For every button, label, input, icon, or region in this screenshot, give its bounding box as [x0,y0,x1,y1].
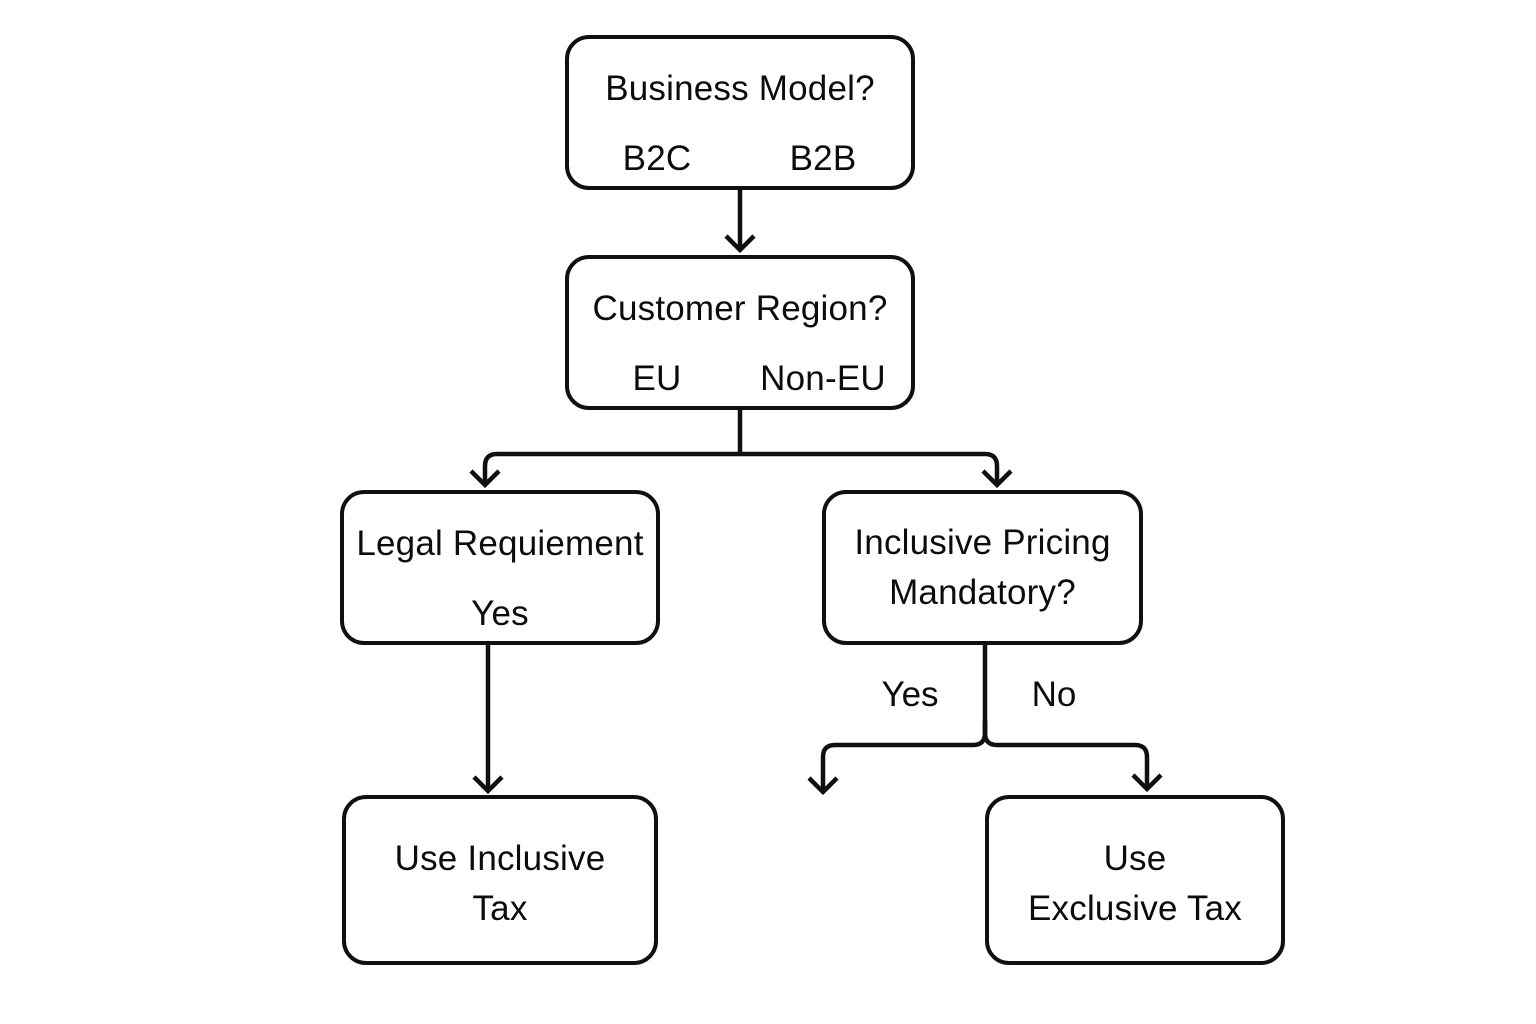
node-customer-region: Customer Region? EU Non-EU [565,255,915,410]
edge-pricing-no-branch [982,721,1150,788]
node-title: Customer Region? [592,289,888,328]
option-b2b: B2B [789,139,857,178]
arrowhead-down-icon [807,776,839,796]
option-eu: EU [632,359,682,398]
option-b2c: B2C [622,139,692,178]
node-use-exclusive-tax: Use Exclusive Tax [985,795,1285,965]
node-title-line-1: Use Inclusive [394,839,606,878]
node-inclusive-pricing-mandatory: Inclusive Pricing Mandatory? [822,490,1143,645]
node-title-line-1: Use [1103,839,1167,878]
node-title-line-1: Inclusive Pricing [854,522,1111,562]
arrowhead-down-icon [1131,773,1163,793]
node-title-line-2: Exclusive Tax [1028,889,1242,928]
arrowhead-down-icon [724,234,756,254]
edge-label-no: No [1031,675,1077,714]
node-title: Legal Requiement [356,524,644,563]
arrowhead-down-icon [469,469,501,489]
node-options-row: B2C B2B [574,137,906,181]
edge-region-split-bar [482,451,1000,484]
node-business-model: Business Model? B2C B2B [565,35,915,190]
option-non-eu: Non-EU [760,359,886,398]
node-legal-requirement: Legal Requiement Yes [340,490,660,645]
node-title: Business Model? [605,69,875,108]
edge-label-yes: Yes [881,675,939,714]
node-options-row: Yes [417,592,583,636]
node-title-line-2: Mandatory? [889,572,1076,612]
arrowhead-down-icon [472,775,504,795]
arrowhead-down-icon [981,469,1013,489]
node-use-inclusive-tax: Use Inclusive Tax [342,795,658,965]
node-title-line-2: Tax [472,889,528,928]
option-yes: Yes [471,594,529,633]
edge-pricing-yes-branch [820,721,988,791]
node-options-row: EU Non-EU [574,357,906,401]
